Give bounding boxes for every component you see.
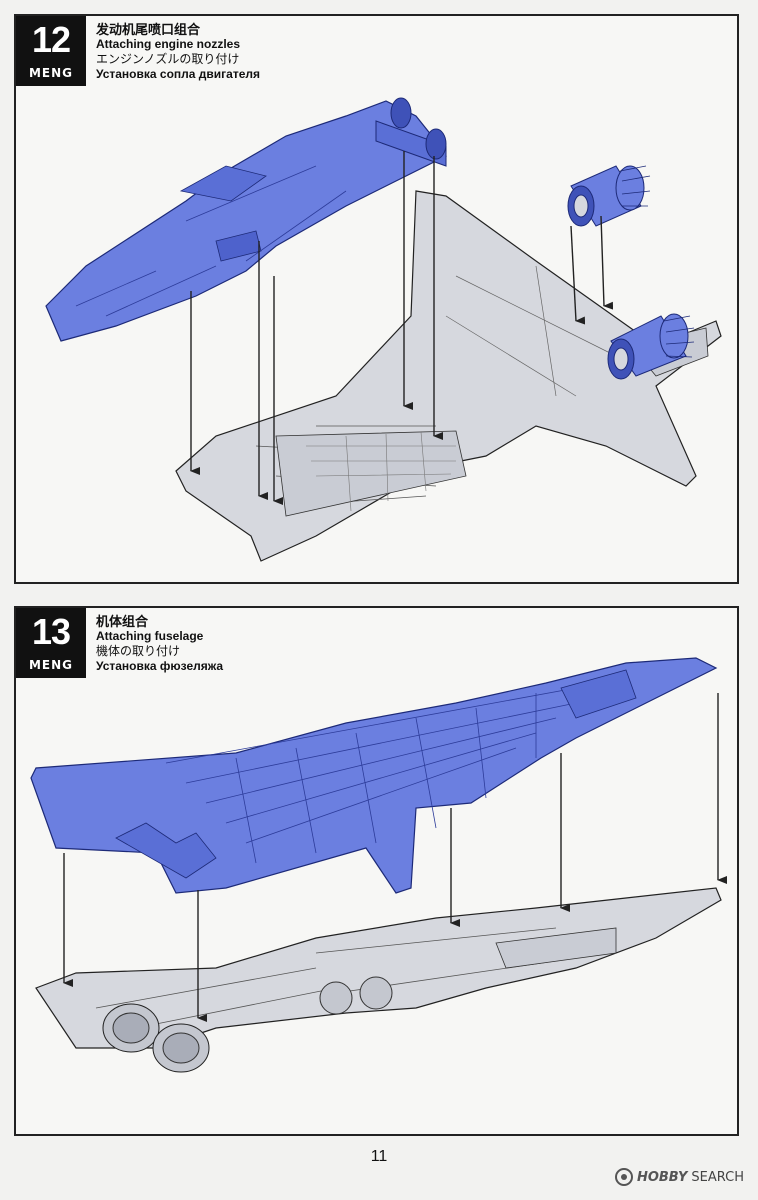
step-badge: 13 MENG [16,608,86,678]
step-titles: 机体组合 Attaching fuselage 機体の取り付け Установк… [96,614,223,674]
title-russian: Установка фюзеляжа [96,659,224,673]
title-chinese: 发动机尾喷口组合 [96,22,201,37]
brand-logo: MENG [28,658,74,672]
title-chinese: 机体组合 [96,614,149,629]
watermark: HOBBY SEARCH [614,1166,744,1188]
watermark-search: SEARCH [691,1169,744,1185]
page-number: 11 [370,1148,388,1165]
step-number: 13 [31,611,71,652]
engine-nozzle-upper [567,165,651,227]
assembly-arrows [190,151,614,505]
step-number: 12 [31,19,71,60]
title-russian: Установка сопла двигателя [96,67,261,81]
brand-logo: MENG [28,66,74,80]
upper-fuselage-part [30,657,718,894]
step-badge: 12 MENG [16,16,86,86]
title-japanese: 機体の取り付け [96,644,181,658]
step-13-illustration [30,657,727,1073]
title-english: Attaching fuselage [96,629,204,643]
hobbysearch-logo-icon [614,1168,633,1186]
lower-fuselage-part [35,887,722,1073]
nozzle-fairing-part [45,97,447,342]
assembly-arrows [63,693,727,1022]
step-12-illustration [45,97,722,562]
title-japanese: エンジンノズルの取り付け [96,52,240,66]
step-titles: 发动机尾喷口组合 Attaching engine nozzles エンジンノズ… [96,22,260,82]
engine-nozzle-lower [607,313,695,380]
step-12-panel: 12 MENG 发动机尾喷口组合 Attaching engine nozzle… [14,14,739,584]
title-english: Attaching engine nozzles [96,37,241,51]
step-13-panel: 13 MENG 机体组合 Attaching fuselage 機体の取り付け … [14,606,739,1136]
watermark-hobby: HOBBY [636,1169,688,1185]
